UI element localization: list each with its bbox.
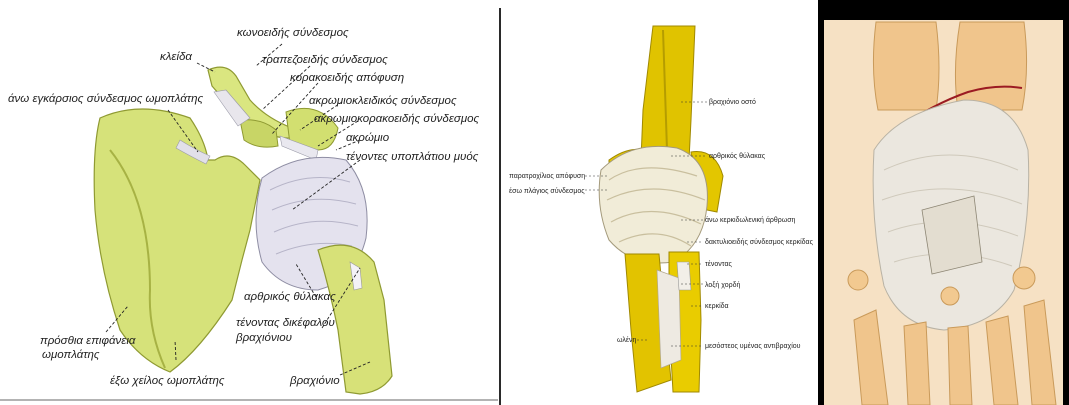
elbow-panel: βραχιόνιο οστό αρθρικός θύλακας παρατροχ… — [501, 0, 814, 405]
elbow-illustration: βραχιόνιο οστό αρθρικός θύλακας παρατροχ… — [501, 0, 814, 405]
label-trapezoid-ligament: τραπεζοειδής σύνδεσμος — [262, 54, 388, 66]
label-acromion: ακρώμιο — [346, 132, 390, 144]
shoulder-illustration: κωνοειδής σύνδεσμος κλείδα τραπεζοειδής … — [0, 0, 498, 405]
label-coracoid-process: κορακοειδής απόφυση — [290, 72, 404, 84]
label-ulna: ωλένη — [617, 336, 636, 344]
label-humerus: βραχιόνιο — [289, 375, 340, 387]
label-radioulnar-joint: άνω κερκιδωλενική άρθρωση — [705, 216, 796, 224]
label-tendon: τένοντας — [705, 260, 732, 268]
label-elbow-capsule: αρθρικός θύλακας — [709, 152, 766, 160]
label-lateral-border: έξω χείλος ωμοπλάτης — [110, 375, 225, 387]
label-radius: κερκίδα — [705, 302, 729, 310]
label-epicondyle: παρατροχίλιος απόφυση — [509, 172, 585, 180]
label-subscapularis-tendons: τένοντες υποπλάτιου μυός — [346, 151, 479, 163]
label-interosseous-membrane: μεσόστεος υμένας αντιβραχίου — [705, 342, 801, 350]
label-transverse-ligament: άνω εγκάρσιος σύνδεσμος ωμοπλάτης — [8, 93, 203, 105]
label-conoid-ligament: κωνοειδής σύνδεσμος — [237, 27, 349, 39]
label-biceps-tendon-line2: βραχιόνιου — [235, 332, 292, 344]
label-medial-collateral: έσω πλάγιος σύνδεσμος — [509, 187, 585, 195]
label-clavicle: κλείδα — [160, 51, 192, 63]
label-oblique-cord: λοξή χορδή — [705, 282, 741, 289]
label-anterior-surface-line1: πρόσθια επιφάνεια — [40, 335, 136, 347]
label-joint-capsule: αρθρικός θύλακας — [244, 291, 336, 303]
elbow-humerus-shape — [641, 26, 695, 160]
label-coracoacromial-ligament: ακρωμιοκορακοειδής σύνδεσμος — [314, 113, 480, 125]
wrist-panel — [818, 0, 1069, 405]
label-annular-ligament: δακτυλιοειδής σύνδεσμος κερκίδας — [705, 238, 814, 246]
label-humerus-bone: βραχιόνιο οστό — [709, 98, 756, 106]
label-biceps-tendon-line1: τένοντας δικέφαλου — [236, 317, 335, 329]
label-anterior-surface-line2: ωμοπλάτης — [42, 349, 100, 361]
label-acromioclavicular-ligament: ακρωμιοκλειδικός σύνδεσμος — [309, 95, 457, 107]
shoulder-panel: κωνοειδής σύνδεσμος κλείδα τραπεζοειδής … — [0, 0, 498, 405]
wrist-illustration — [818, 0, 1069, 405]
